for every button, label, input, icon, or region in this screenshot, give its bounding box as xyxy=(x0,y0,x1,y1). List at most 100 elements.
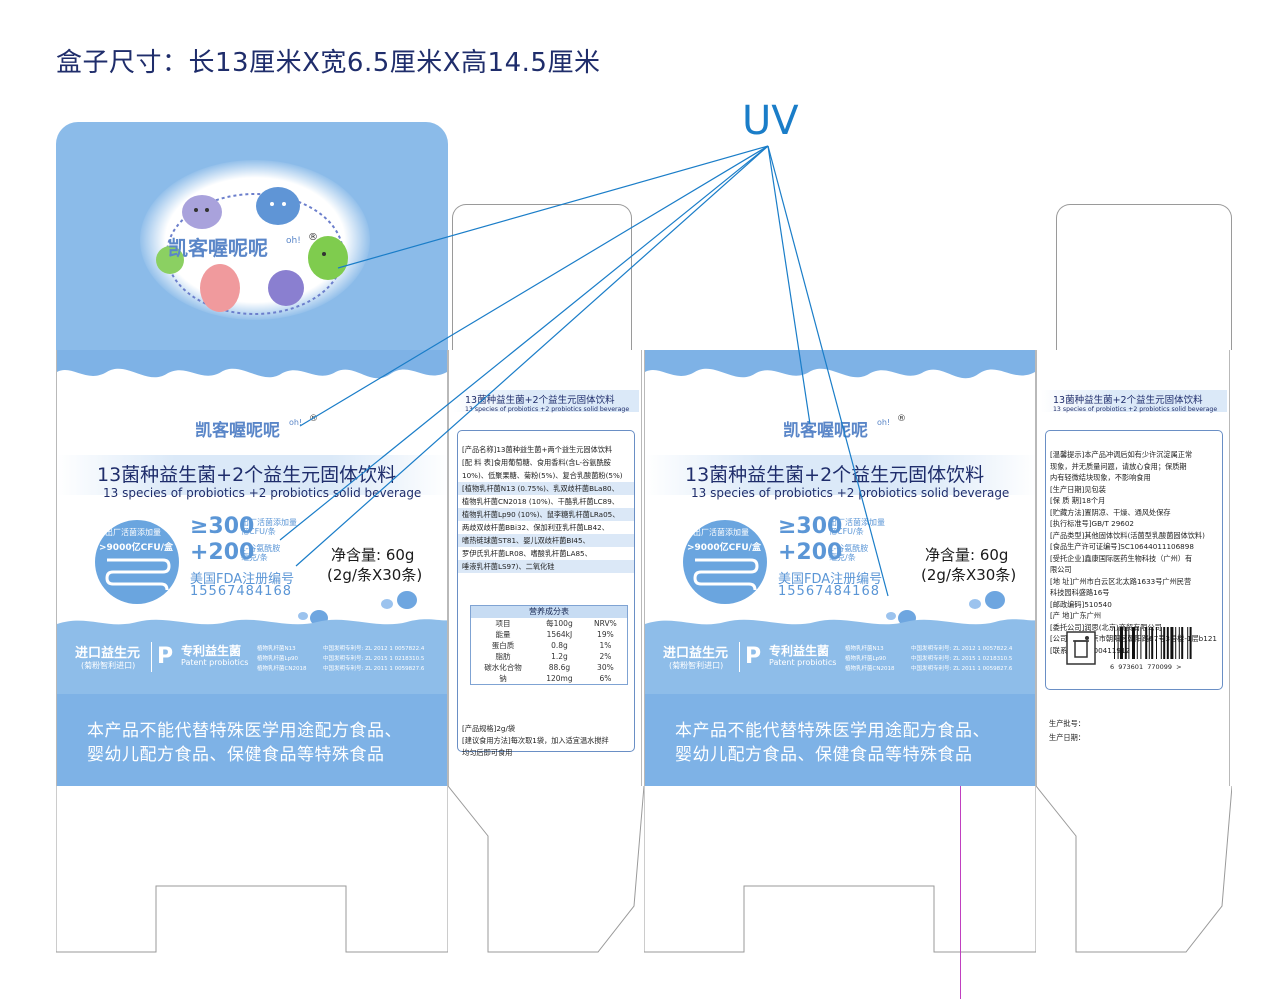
circle-value: >9000亿CFU/盒 xyxy=(687,543,761,553)
barcode-icon xyxy=(1114,627,1192,659)
product-spec: [产品规格]2g/袋 xyxy=(462,724,516,733)
info-line: [受托企业]鑫康国际医药生物科技（广州）有 xyxy=(1050,553,1193,563)
side-title-en: 13 species of probiotics +2 probiotics s… xyxy=(465,406,630,413)
nutrition-cell: 碳水化合物 xyxy=(484,663,522,672)
barcode-bar xyxy=(1136,627,1138,659)
info-line: 限公司 xyxy=(1050,565,1072,574)
live-bacteria-circle: 出厂活菌添加量 >9000亿CFU/盒 xyxy=(683,520,767,604)
box-dimensions-title: 盒子尺寸：长13厘米X宽6.5厘米X高14.5厘米 xyxy=(56,48,601,78)
side-title-cn: 13菌种益生菌+2个益生元固体饮料 xyxy=(1053,395,1203,406)
uv-annotation-label: UV xyxy=(742,98,799,144)
ingredient-line: 唾液乳杆菌LS97)、二氧化硅 xyxy=(458,560,634,573)
nutrition-cell: 能量 xyxy=(495,630,511,639)
small-mascots xyxy=(298,591,417,626)
intestine-icon xyxy=(105,558,171,591)
warning-band: 本产品不能代替特殊医学用途配方食品、 婴幼儿配方食品、保健食品等特殊食品 xyxy=(57,694,447,786)
small-mascots xyxy=(886,591,1005,626)
barcode-bar xyxy=(1132,627,1135,659)
patent-strain-list: 植物乳杆菌N13 植物乳杆菌Lp90 植物乳杆菌CN2018 xyxy=(257,644,306,674)
patent-strain-list: 植物乳杆菌N13 植物乳杆菌Lp90 植物乳杆菌CN2018 xyxy=(845,644,894,674)
info-box: [温馨提示]本产品冲调后如有少许沉淀属正常现象，并无质量问题，请放心食用；保质期… xyxy=(1045,430,1223,690)
divider xyxy=(151,642,152,672)
glue-line xyxy=(960,786,961,999)
nutrition-cell: 6% xyxy=(599,674,612,683)
info-line: [邮政编码]510540 xyxy=(1050,599,1112,609)
import-label: 进口益生元 xyxy=(75,646,141,661)
circle-top-text: 出厂活菌添加量 xyxy=(693,528,749,537)
wave-bottom xyxy=(645,619,1035,636)
stat1-unit: 出厂活菌添加量 亿CFU/条 xyxy=(241,518,297,536)
ingredient-line: 植物乳杆菌Lp90 (10%)、鼠李糖乳杆菌LRa05、 xyxy=(458,508,634,521)
info-line: 现象，并无质量问题，请放心食用；保质期 xyxy=(1050,461,1187,471)
fda-number: 15567484168 xyxy=(778,584,880,599)
info-line: [温馨提示]本产品冲调后如有少许沉淀属正常 xyxy=(1050,450,1193,459)
barcode-bar xyxy=(1114,627,1115,659)
patent-icon: P xyxy=(157,644,174,669)
barcode-bar xyxy=(1140,627,1142,659)
batch-number-label: 生产批号： xyxy=(1049,719,1085,728)
import-sub: (菊粉智利进口) xyxy=(81,661,136,670)
front-logo-registered: ® xyxy=(309,414,318,424)
import-label: 进口益生元 xyxy=(663,646,729,661)
patent-icon: P xyxy=(745,644,762,669)
patent-number-list: 中国发明专利号: ZL 2012 1 0057822.4 中国发明专利号: ZL… xyxy=(323,644,424,674)
front-logo-oh: oh! xyxy=(877,418,891,427)
barcode-bar xyxy=(1120,627,1123,659)
nutrition-cell: 1% xyxy=(599,641,612,650)
nutrition-header-cell: 每100g xyxy=(546,619,573,628)
barcode-bar xyxy=(1117,627,1119,659)
patent-strain: 植物乳杆菌N13 xyxy=(257,646,296,652)
side-panel-right: 13菌种益生菌+2个益生元固体饮料 13 species of probioti… xyxy=(1036,350,1230,786)
net-content: 净含量: 60g xyxy=(925,546,1009,564)
lid-logo-oh: oh! xyxy=(286,236,301,246)
front-logo-registered: ® xyxy=(897,414,906,424)
info-line: [保 质 期]18个月 xyxy=(1050,496,1106,505)
import-sub: (菊粉智利进口) xyxy=(669,661,724,670)
barcode-bar xyxy=(1160,627,1162,659)
stat2-value: +200 xyxy=(190,540,255,565)
patent-strain: 植物乳杆菌Lp90 xyxy=(257,656,299,662)
nutrition-cell: 88.6g xyxy=(548,663,571,672)
lid-logo-text: 凯客喔呢呢 xyxy=(168,236,268,260)
patent-label: 专利益生菌 xyxy=(769,644,830,658)
intestine-icon xyxy=(693,558,759,591)
side-title-en: 13 species of probiotics +2 probiotics s… xyxy=(1053,406,1218,413)
stat2-unit: L-谷氨酰胺 毫克/条 xyxy=(241,544,281,562)
nutrition-header-cell: NRV% xyxy=(594,619,617,628)
fda-number: 15567484168 xyxy=(190,584,292,599)
patent-row: 进口益生元 (菊粉智利进口) P 专利益生菌 Patent probiotics… xyxy=(645,632,1035,694)
info-list: [温馨提示]本产品冲调后如有少许沉淀属正常现象，并无质量问题，请放心食用；保质期… xyxy=(1050,449,1217,656)
bottom-flap-4 xyxy=(1036,786,1232,953)
circle-value: >9000亿CFU/盒 xyxy=(99,543,173,553)
barcode-bar xyxy=(1187,627,1189,659)
ingredient-line: 两歧双歧杆菌BBi32、保加利亚乳杆菌LB42、 xyxy=(462,523,609,532)
bottom-flap-1 xyxy=(56,786,448,953)
front-logo-text: 凯客喔呢呢 xyxy=(195,421,280,441)
front-title-en: 13 species of probiotics +2 probiotics s… xyxy=(691,486,1010,500)
fda-label: 美国FDA注册编号 xyxy=(190,572,295,587)
patent-en: Patent probiotics xyxy=(769,658,837,667)
patent-number: 中国发明专利号: ZL 2015 1 0218310.5 xyxy=(323,656,425,662)
side-title-cn: 13菌种益生菌+2个益生元固体饮料 xyxy=(465,395,615,406)
nutrition-cell: 0.8g xyxy=(551,641,568,650)
barcode-bar xyxy=(1128,627,1130,659)
front-title-cn: 13菌种益生菌+2个益生元固体饮料 xyxy=(97,464,397,486)
patent-number-list: 中国发明专利号: ZL 2012 1 0057822.4 中国发明专利号: ZL… xyxy=(911,644,1012,674)
ingredient-line: 嗜热链球菌ST81、婴儿双歧杆菌BI45、 xyxy=(458,534,634,547)
barcode-bar xyxy=(1124,627,1127,659)
info-line: [食品生产许可证编号]SC10644011106898 xyxy=(1050,542,1194,551)
nutrition-cell: 1.2g xyxy=(551,652,568,661)
production-date-label: 生产日期： xyxy=(1049,733,1085,742)
patent-strain: 植物乳杆菌N13 xyxy=(845,646,884,652)
nutrition-cell: 120mg xyxy=(546,674,573,683)
barcode-bar xyxy=(1181,627,1184,659)
side-panel-left: 13菌种益生菌+2个益生元固体饮料 13 species of probioti… xyxy=(448,350,642,786)
patent-number: 中国发明专利号: ZL 2012 1 0057822.4 xyxy=(323,646,425,652)
warning-line-2: 婴幼儿配方食品、保健食品等特殊食品 xyxy=(675,745,973,765)
ingredient-line: [产品名称]13菌种益生菌+两个益生元固体饮料 xyxy=(462,445,613,454)
